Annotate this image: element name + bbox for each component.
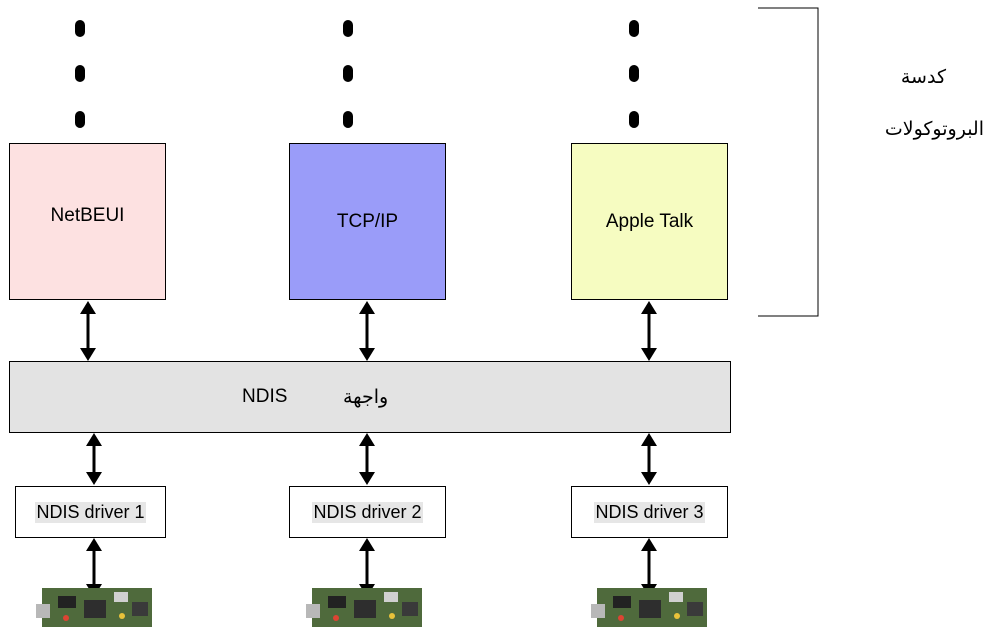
driver-label: NDIS driver 3 bbox=[594, 501, 705, 523]
network-card-icon bbox=[591, 588, 707, 627]
driver-label: NDIS driver 2 bbox=[312, 501, 423, 523]
ellipsis-dot bbox=[629, 20, 639, 37]
protocol-label: Apple Talk bbox=[605, 210, 694, 232]
ndis-label: NDIS bbox=[242, 386, 288, 407]
ndis-arabic-label: واجهة bbox=[343, 386, 389, 408]
protocol-box-tcpip: TCP/IP bbox=[289, 143, 446, 300]
ellipsis-dot bbox=[343, 20, 353, 37]
protocol-label: TCP/IP bbox=[336, 210, 399, 232]
ndis-interface-bar: NDIS واجهة bbox=[9, 361, 731, 433]
network-card-icon bbox=[36, 588, 152, 627]
ndis-driver-2: NDIS driver 2 bbox=[289, 486, 446, 538]
network-card-icon bbox=[306, 588, 422, 627]
protocol-box-netbeui: NetBEUI bbox=[9, 143, 166, 300]
driver-label: NDIS driver 1 bbox=[35, 501, 146, 523]
ellipsis-dot bbox=[629, 65, 639, 82]
stack-label-line1: كدسة bbox=[900, 66, 946, 88]
ellipsis-dot bbox=[343, 111, 353, 128]
ellipsis-dot bbox=[75, 111, 85, 128]
stack-label-line2: البروتوكولات bbox=[884, 118, 984, 140]
protocol-label: NetBEUI bbox=[50, 204, 125, 226]
ndis-driver-3: NDIS driver 3 bbox=[571, 486, 728, 538]
ellipsis-dot bbox=[75, 65, 85, 82]
ellipsis-dot bbox=[629, 111, 639, 128]
ellipsis-dot bbox=[343, 65, 353, 82]
ellipsis-dot bbox=[75, 20, 85, 37]
protocol-box-appletalk: Apple Talk bbox=[571, 143, 728, 300]
stack-bracket bbox=[758, 7, 819, 317]
ndis-driver-1: NDIS driver 1 bbox=[15, 486, 166, 538]
